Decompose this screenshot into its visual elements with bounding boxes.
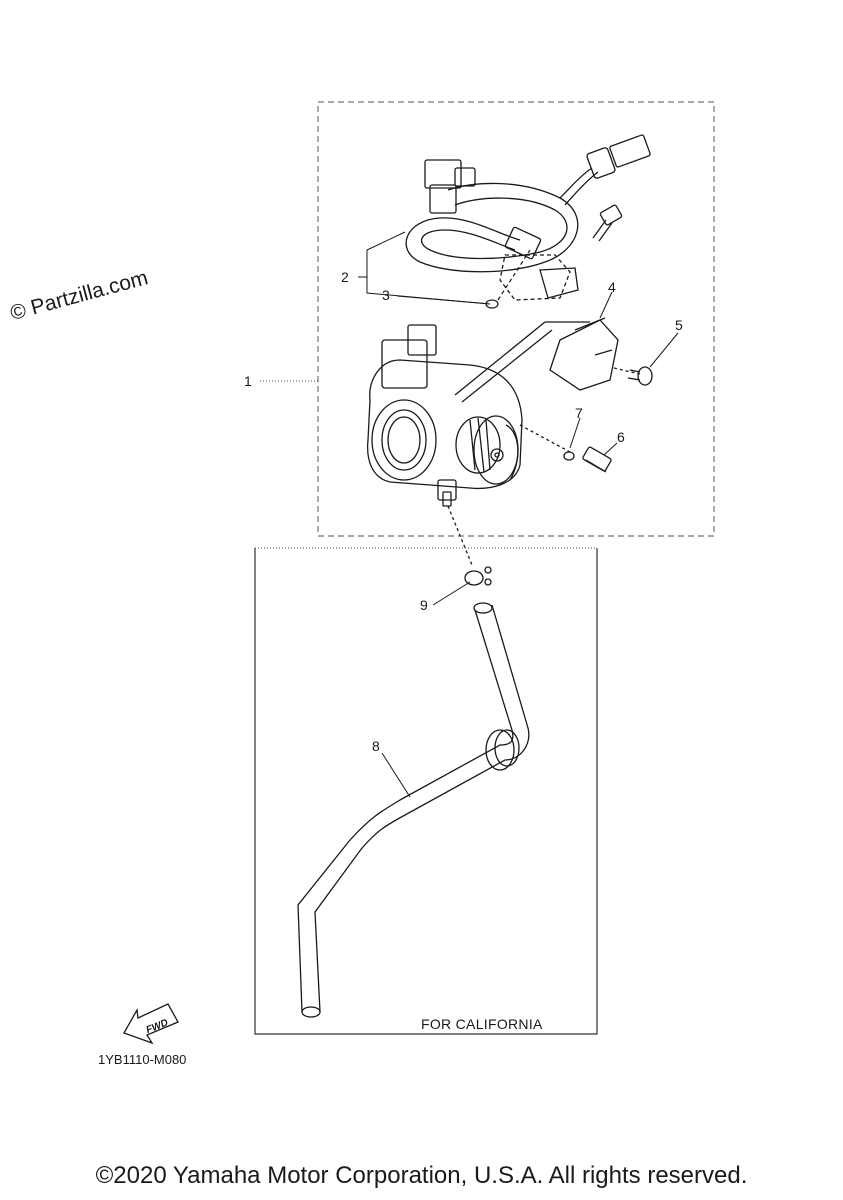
throttle-body-part xyxy=(366,321,553,507)
screw-part-5 xyxy=(613,366,653,386)
callout-4: 4 xyxy=(608,279,616,295)
callout-7: 7 xyxy=(575,405,583,421)
fwd-arrow-icon: FWD xyxy=(123,1003,179,1045)
callout-5: 5 xyxy=(675,317,683,333)
copyright-notice: ©2020 Yamaha Motor Corporation, U.S.A. A… xyxy=(95,1162,748,1189)
callout-1: 1 xyxy=(244,373,252,389)
california-box xyxy=(254,548,598,1035)
assembly-group-box xyxy=(317,101,715,537)
callout-2: 2 xyxy=(341,269,349,285)
bolt-top xyxy=(592,204,623,242)
sensor-part xyxy=(545,317,619,391)
region-label: FOR CALIFORNIA xyxy=(421,1016,543,1032)
leader-lines xyxy=(358,231,679,798)
callout-3: 3 xyxy=(382,287,390,303)
callout-9: 9 xyxy=(420,597,428,613)
screw-part-6 xyxy=(519,424,612,473)
callout-6: 6 xyxy=(617,429,625,445)
clip-part xyxy=(447,505,492,586)
hose-part xyxy=(297,602,530,1018)
callout-8: 8 xyxy=(372,738,380,754)
diagram-code: 1YB1110-M080 xyxy=(98,1052,187,1067)
wire-harness-part xyxy=(405,134,651,301)
